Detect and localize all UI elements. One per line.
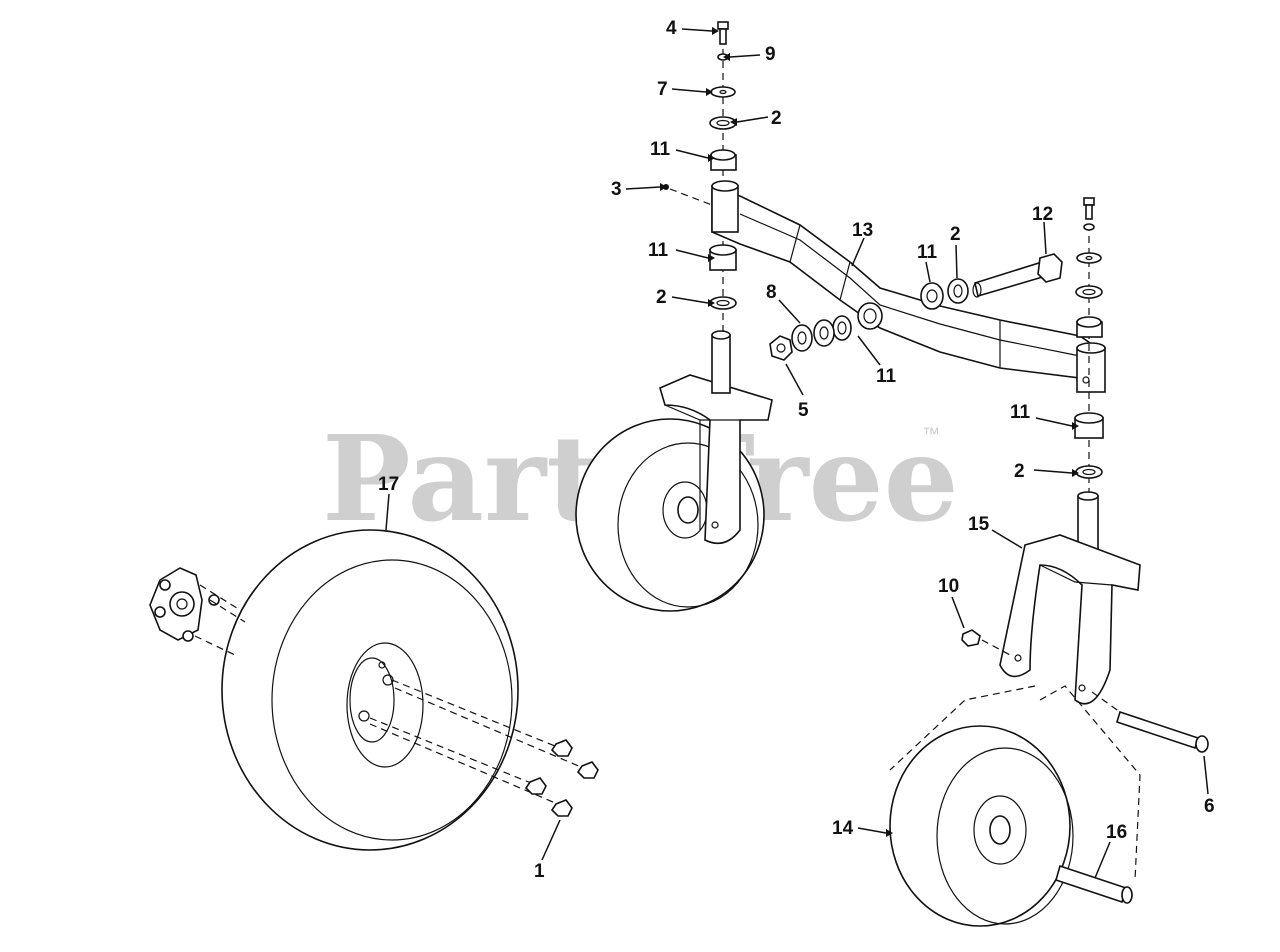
fitting-dash	[669, 188, 713, 206]
callout-1: 1	[534, 861, 545, 882]
pivot-bushing-11-axle[interactable]	[857, 302, 883, 330]
callout-11-right: 11	[1010, 402, 1031, 423]
trademark-symbol: ™	[922, 424, 940, 444]
bolt-4[interactable]	[717, 21, 729, 45]
wheel-assembly-dash-right	[1039, 685, 1141, 881]
callout-3: 3	[611, 179, 622, 200]
washer-2-pivot[interactable]	[947, 278, 969, 304]
front-axle[interactable]	[711, 180, 1106, 393]
callout-11-top-left: 11	[650, 139, 671, 160]
washer-2-right-lower[interactable]	[1075, 465, 1103, 479]
lug-nuts[interactable]	[524, 739, 599, 817]
callout-15: 15	[968, 514, 990, 535]
large-wheel-tire[interactable]	[221, 529, 519, 851]
wheel-hub[interactable]	[149, 567, 220, 642]
right-caster-stem[interactable]	[1077, 491, 1099, 555]
washer-2-top-left[interactable]	[709, 116, 737, 130]
bolt-right[interactable]	[1083, 197, 1095, 220]
nut-10[interactable]	[961, 629, 981, 647]
callout-13: 13	[852, 220, 873, 241]
callout-8: 8	[766, 282, 777, 303]
callout-11-lower-left: 11	[648, 240, 669, 261]
left-caster-stem[interactable]	[711, 330, 731, 394]
bolt6-dash	[1091, 691, 1121, 713]
right-caster-tire[interactable]	[889, 725, 1074, 927]
pivot-bolt-12[interactable]	[972, 253, 1063, 298]
washer-2-right-top[interactable]	[1075, 285, 1103, 299]
callout-11-axle: 11	[876, 366, 897, 387]
washer-7[interactable]	[710, 86, 736, 98]
bushing-11-right-lower[interactable]	[1074, 412, 1104, 439]
callout-4: 4	[666, 18, 677, 39]
callout-12: 12	[1032, 204, 1053, 225]
bushing-11-top-left[interactable]	[710, 149, 737, 171]
callout-2-pivot: 2	[950, 224, 961, 245]
callout-6: 6	[1204, 796, 1215, 817]
callout-16: 16	[1106, 822, 1127, 843]
callout-2-lower-left: 2	[656, 287, 667, 308]
callout-10: 10	[938, 576, 959, 597]
hub-dash-lines	[194, 584, 589, 806]
callout-7: 7	[657, 79, 668, 100]
bushing-right-top[interactable]	[1076, 316, 1103, 338]
washers-8[interactable]	[791, 315, 852, 352]
callout-17: 17	[378, 474, 399, 495]
nut-5[interactable]	[769, 335, 793, 361]
callout-11-pivot: 11	[917, 242, 938, 263]
callout-2-top-left: 2	[771, 108, 782, 129]
pivot-bushing-11-right[interactable]	[920, 282, 944, 310]
nut10-dash	[981, 639, 1013, 657]
callout-9: 9	[765, 44, 776, 65]
leader-arrowheads	[660, 27, 1079, 837]
right-caster-fork[interactable]	[999, 534, 1141, 705]
left-caster-fork[interactable]	[659, 374, 773, 545]
leader-lines	[385, 28, 1209, 879]
spacer-16[interactable]	[1055, 864, 1133, 904]
callout-5: 5	[798, 400, 809, 421]
lock-washer-right[interactable]	[1083, 223, 1095, 231]
callout-14: 14	[832, 818, 854, 839]
washer-right-top[interactable]	[1076, 252, 1102, 264]
callout-labels: 4 9 7 2 11 3 11 2 8 5 11 13 11 2 12 11 2…	[378, 18, 1215, 882]
bolt-6[interactable]	[1116, 710, 1209, 753]
callout-2-right: 2	[1014, 461, 1025, 482]
